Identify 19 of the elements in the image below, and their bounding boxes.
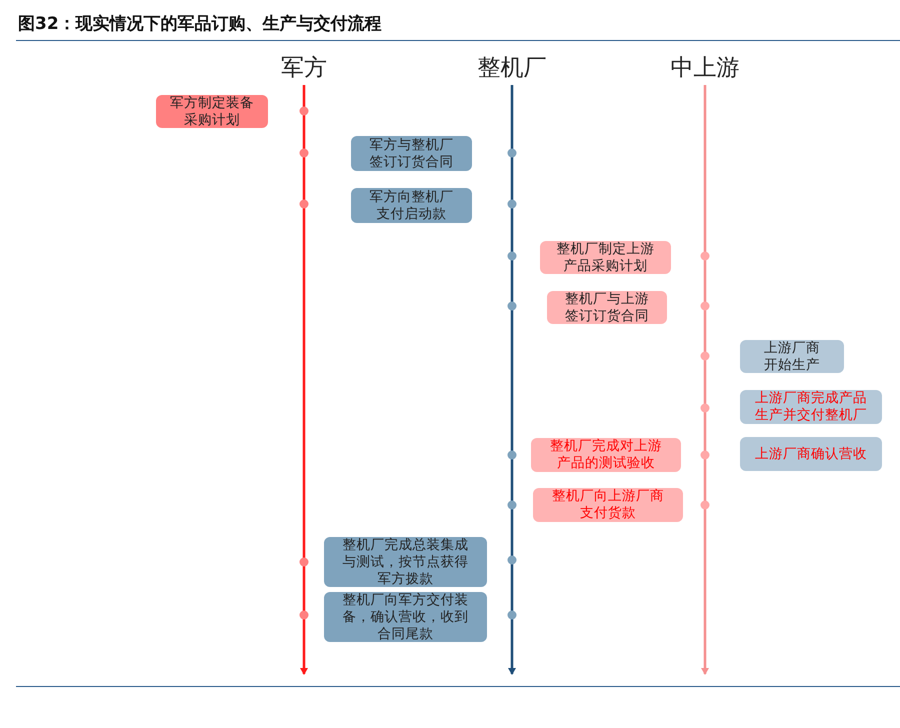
lifeline-arrow: [300, 85, 308, 675]
step-box: 整机厂与上游签订订货合同: [547, 291, 667, 324]
lifeline-arrow: [701, 85, 709, 675]
step-box: 整机厂完成对上游产品的测试验收: [531, 438, 681, 472]
lane-heading: 整机厂: [452, 52, 572, 83]
step-box: 上游厂商确认营收: [740, 437, 882, 471]
step-box: 军方制定装备采购计划: [156, 95, 268, 128]
step-box: 整机厂完成总装集成与测试，按节点获得军方拨款: [324, 537, 487, 587]
lane-heading: 军方: [244, 52, 364, 83]
step-box: 整机厂向上游厂商支付货款: [533, 488, 683, 522]
step-box: 军方与整机厂签订订货合同: [351, 136, 472, 171]
step-box: 上游厂商开始生产: [740, 340, 844, 373]
step-box: 军方向整机厂支付启动款: [351, 188, 472, 223]
step-box: 整机厂制定上游产品采购计划: [540, 241, 671, 274]
step-box: 整机厂向军方交付装备，确认营收，收到合同尾款: [324, 592, 487, 642]
lane-heading: 中上游: [645, 52, 765, 83]
lifeline-arrow: [508, 85, 516, 675]
title: 图32：现实情况下的军品订购、生产与交付流程: [18, 13, 382, 35]
step-box: 上游厂商完成产品生产并交付整机厂: [740, 390, 882, 424]
